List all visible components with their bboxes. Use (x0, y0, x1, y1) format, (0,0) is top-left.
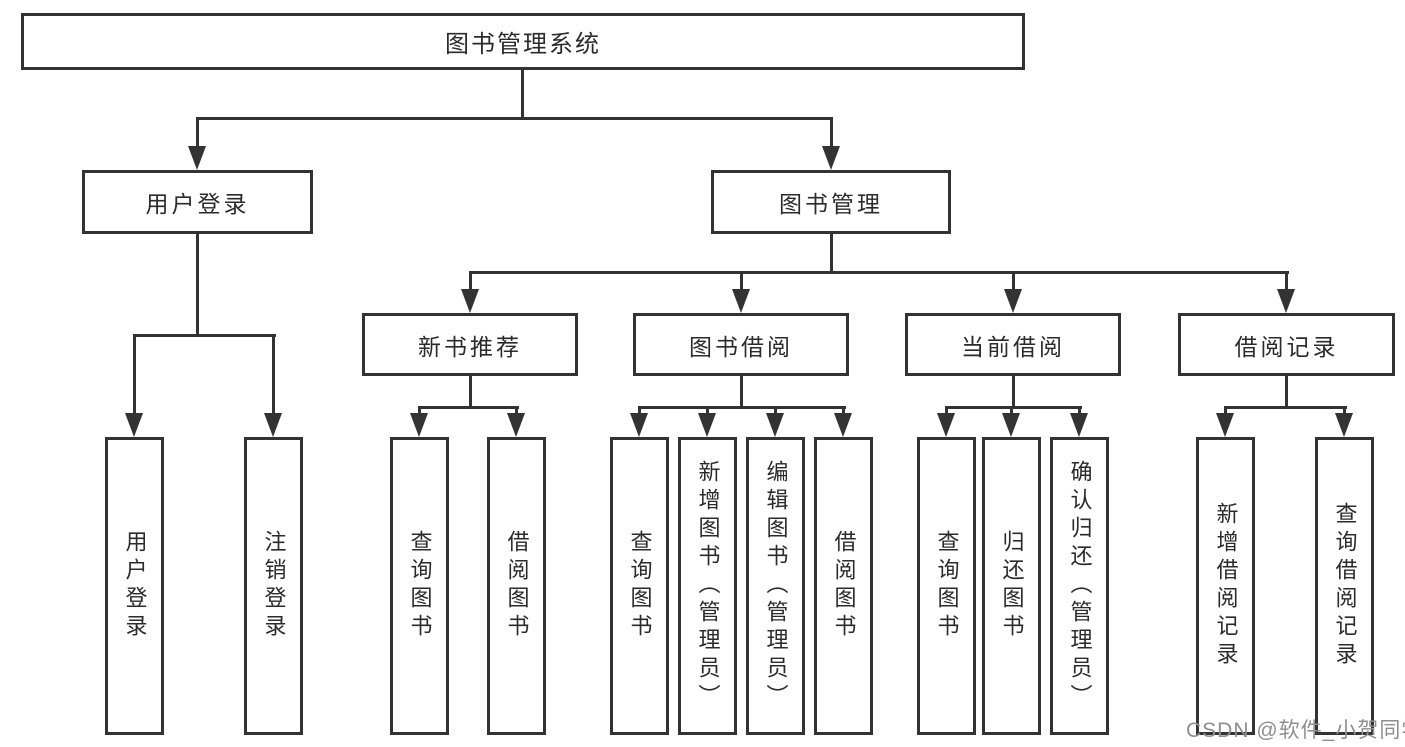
node-label: 用户登录 (122, 530, 148, 642)
leaf-cb-return-book: 归还图书 (982, 437, 1041, 735)
leaf-br-query-record: 查询借阅记录 (1315, 437, 1374, 735)
arrow-down-icon (766, 413, 784, 437)
leaf-nb-borrow-book: 借阅图书 (487, 437, 546, 735)
connector-line (272, 334, 275, 419)
node-user-login: 用户登录 (82, 170, 313, 234)
connector-line (1285, 271, 1288, 297)
arrow-down-icon (410, 413, 428, 437)
leaf-bb-add-book-admin: 新增图书（管理员） (678, 437, 737, 735)
connector-line (418, 406, 519, 409)
node-library-management-system: 图书管理系统 (21, 13, 1025, 70)
connector-line (469, 271, 1289, 274)
node-label: 注销登录 (261, 530, 287, 642)
watermark-text: CSDN @软件_小贺同学 (1186, 719, 1405, 742)
leaf-br-add-record: 新增借阅记录 (1196, 437, 1255, 735)
connector-line (740, 271, 743, 297)
node-borrow-record: 借阅记录 (1178, 313, 1395, 376)
connector-line (196, 117, 199, 153)
connector-line (196, 234, 199, 337)
arrow-down-icon (461, 289, 479, 313)
connector-line (1012, 376, 1015, 409)
node-label: 借阅记录 (1234, 333, 1339, 360)
connector-line (1285, 376, 1288, 409)
arrow-down-icon (264, 413, 282, 437)
connector-line (830, 234, 833, 274)
arrow-down-icon (630, 413, 648, 437)
arrow-down-icon (822, 146, 840, 170)
arrow-down-icon (188, 146, 206, 170)
connector-line (945, 406, 1082, 409)
node-label: 编辑图书（管理员） (763, 460, 789, 712)
node-book-management: 图书管理 (711, 170, 951, 234)
node-label: 借阅图书 (831, 530, 857, 642)
node-label: 图书借阅 (689, 333, 793, 360)
arrow-down-icon (834, 413, 852, 437)
arrow-down-icon (507, 413, 525, 437)
node-label: 查询借阅记录 (1332, 502, 1358, 670)
node-label: 确认归还（管理员） (1067, 460, 1093, 712)
leaf-logout: 注销登录 (244, 437, 303, 735)
connector-line (521, 70, 524, 120)
connector-line (1012, 271, 1015, 297)
node-label: 借阅图书 (504, 530, 530, 642)
arrow-down-icon (125, 413, 143, 437)
leaf-cb-query-book: 查询图书 (917, 437, 976, 735)
connector-line (133, 334, 276, 337)
arrow-down-icon (1335, 413, 1353, 437)
arrow-down-icon (1070, 413, 1088, 437)
node-label: 用户登录 (145, 191, 250, 217)
node-label: 图书管理 (779, 191, 883, 217)
node-label: 新增借阅记录 (1213, 502, 1239, 670)
arrow-down-icon (1004, 289, 1022, 313)
leaf-nb-query-book: 查询图书 (390, 437, 449, 735)
node-label: 归还图书 (999, 530, 1025, 642)
connector-line (638, 406, 846, 409)
connector-line (740, 376, 743, 409)
arrow-down-icon (937, 413, 955, 437)
arrow-down-icon (1002, 413, 1020, 437)
node-new-book-recommend: 新书推荐 (362, 313, 578, 376)
arrow-down-icon (732, 289, 750, 313)
leaf-bb-edit-book-admin: 编辑图书（管理员） (746, 437, 805, 735)
node-label: 新增图书（管理员） (695, 460, 721, 712)
connector-line (830, 117, 833, 153)
node-label: 当前借阅 (961, 333, 1065, 360)
node-current-borrow: 当前借阅 (905, 313, 1121, 376)
node-label: 查询图书 (934, 530, 960, 642)
node-label: 查询图书 (627, 530, 653, 642)
node-book-borrow: 图书借阅 (633, 313, 849, 376)
connector-line (196, 117, 833, 120)
leaf-cb-confirm-return-admin: 确认归还（管理员） (1050, 437, 1109, 735)
leaf-bb-query-book: 查询图书 (610, 437, 669, 735)
connector-line (133, 334, 136, 419)
connector-line (469, 376, 472, 409)
node-label: 图书管理系统 (445, 31, 601, 58)
node-label: 查询图书 (407, 530, 433, 642)
arrow-down-icon (698, 413, 716, 437)
arrow-down-icon (1277, 289, 1295, 313)
connector-line (469, 271, 472, 297)
arrow-down-icon (1216, 413, 1234, 437)
leaf-bb-borrow-book: 借阅图书 (814, 437, 873, 735)
node-label: 新书推荐 (418, 333, 522, 360)
connector-line (1224, 406, 1347, 409)
leaf-user-login: 用户登录 (105, 437, 164, 735)
